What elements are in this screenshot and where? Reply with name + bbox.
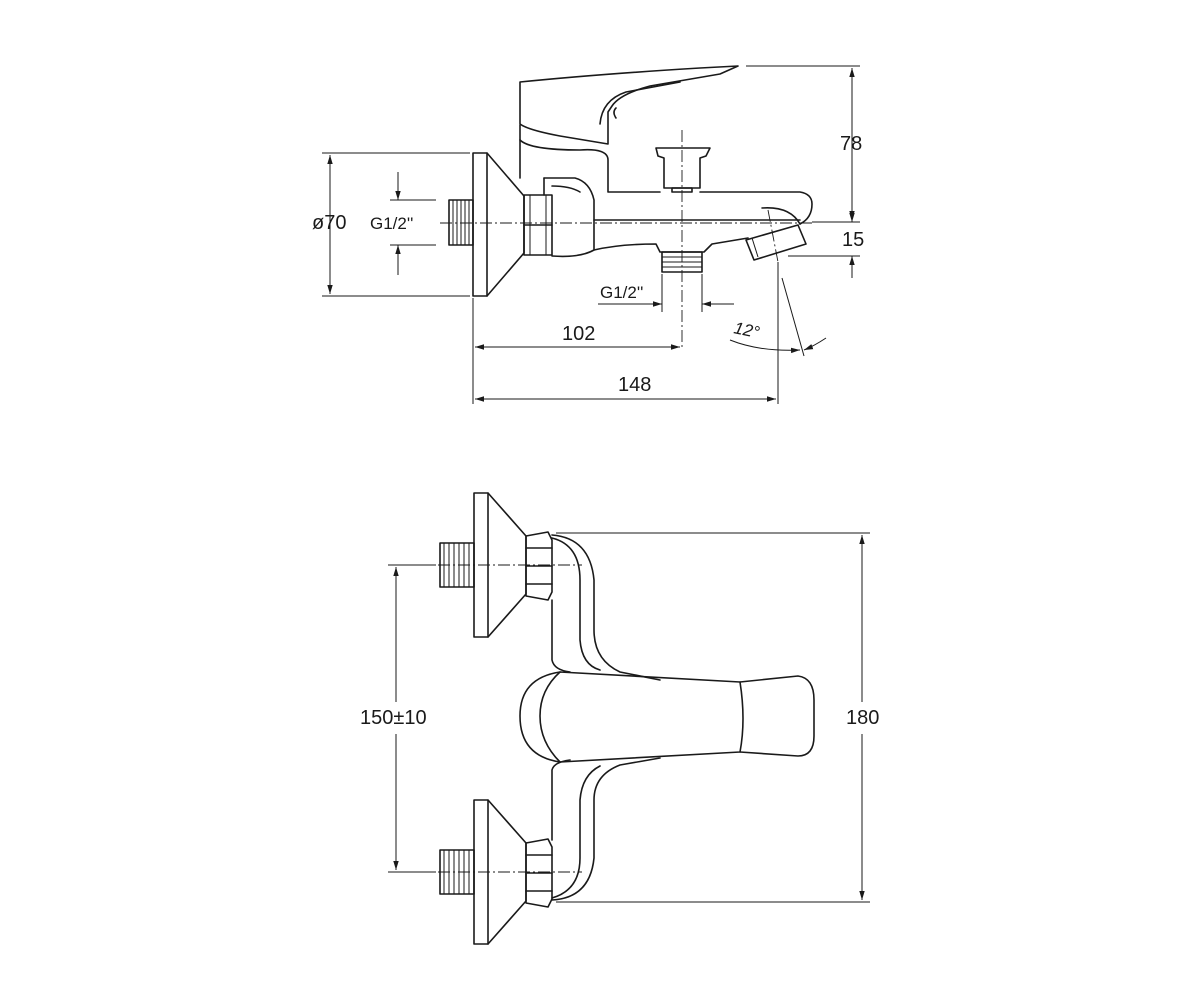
label-15: 15 [842, 229, 864, 251]
dimension-102: 102 [472, 298, 680, 404]
mixer-body-side [519, 124, 801, 253]
inlet-thread-side [448, 199, 474, 246]
dimension-148: 148 [475, 262, 779, 404]
spout-side [699, 191, 813, 225]
connector-side [543, 177, 595, 258]
dimension-150: 150±10 [360, 564, 436, 873]
lever-handle-front [519, 671, 815, 763]
side-view: 78 15 ø70 G1/2'' [312, 65, 864, 404]
label-diameter-70: ø70 [312, 212, 346, 234]
mixer-body-front [551, 534, 661, 901]
dimension-angle-12: 12° [729, 277, 827, 357]
dimension-thread-outlet: G1/2'' [598, 274, 734, 312]
dimension-180: 180 [556, 532, 879, 903]
label-angle-12: 12° [732, 318, 761, 342]
label-78: 78 [840, 133, 862, 155]
aerator-axis-side [767, 209, 779, 263]
label-180: 180 [846, 707, 879, 729]
label-150: 150±10 [360, 707, 427, 729]
label-thread-inlet: G1/2'' [370, 214, 413, 233]
diverter-knob-side [655, 147, 711, 193]
dimension-thread-inlet: G1/2'' [370, 172, 436, 275]
dimension-15: 15 [788, 200, 864, 278]
hex-nut-side [523, 194, 553, 256]
hex-nut-top [525, 531, 553, 601]
label-thread-outlet: G1/2'' [600, 283, 643, 302]
label-102: 102 [562, 323, 595, 345]
dimension-diameter-70: ø70 [312, 152, 470, 297]
lever-handle-side [519, 65, 739, 145]
front-view: 150±10 180 [360, 492, 879, 945]
wall-flange-side [472, 152, 525, 297]
dimension-78: 78 [746, 65, 862, 223]
aerator-side [745, 224, 807, 261]
label-148: 148 [618, 374, 651, 396]
hex-nut-bottom [525, 838, 553, 908]
